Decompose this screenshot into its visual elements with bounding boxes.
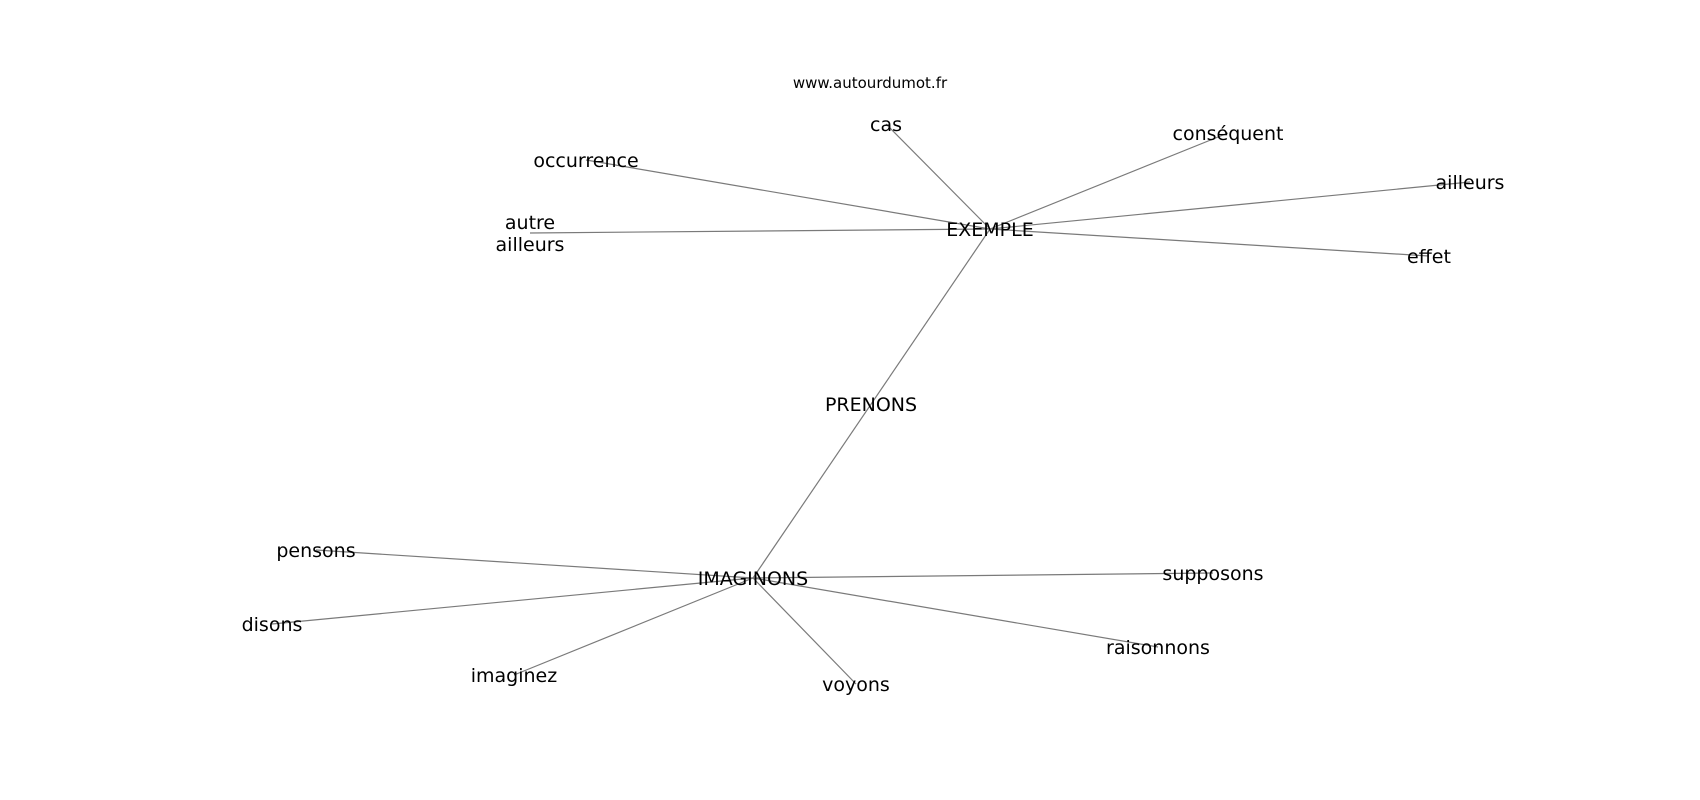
node-label-voyons: voyons xyxy=(822,674,890,696)
watermark-text: www.autourdumot.fr xyxy=(793,74,948,92)
node-label-imaginons: IMAGINONS xyxy=(698,568,808,590)
edge-imaginons-raisonnons xyxy=(752,577,1159,648)
node-label-ailleurs: ailleurs xyxy=(1436,172,1505,194)
edge-imaginons-voyons xyxy=(752,577,857,685)
edge-imaginons-imaginez xyxy=(513,577,754,676)
edge-exemple-ailleurs xyxy=(989,181,1471,230)
node-label-occurrence: occurrence xyxy=(533,150,638,172)
node-label-effet: effet xyxy=(1407,246,1451,268)
edge-exemple-cas xyxy=(885,123,991,230)
node-label-exemple: EXEMPLE xyxy=(946,219,1033,241)
edge-imaginons-disons xyxy=(271,577,754,625)
node-label-prenons: PRENONS xyxy=(825,394,917,416)
edges-layer xyxy=(271,123,1471,685)
node-label-cas: cas xyxy=(870,114,902,136)
edge-exemple-effet xyxy=(989,228,1430,257)
node-label-imaginez: imaginez xyxy=(471,665,558,687)
edge-exemple-occurrence xyxy=(585,159,991,230)
node-label-supposons: supposons xyxy=(1162,563,1263,585)
node-label-pensons: pensons xyxy=(276,540,355,562)
node-label-consequent: conséquent xyxy=(1173,123,1284,145)
edge-exemple-imaginons xyxy=(752,228,991,579)
edge-imaginons-pensons xyxy=(315,549,754,579)
nodes-layer: PRENONS EXEMPLE IMAGINONS cas conséquent aill… xyxy=(242,114,1505,696)
edge-imaginons-supposons xyxy=(752,572,1214,579)
node-label-raisonnons: raisonnons xyxy=(1106,637,1210,659)
node-label-disons: disons xyxy=(242,614,303,636)
edge-exemple-autre-ailleurs xyxy=(529,228,991,234)
edge-exemple-consequent xyxy=(989,132,1229,230)
